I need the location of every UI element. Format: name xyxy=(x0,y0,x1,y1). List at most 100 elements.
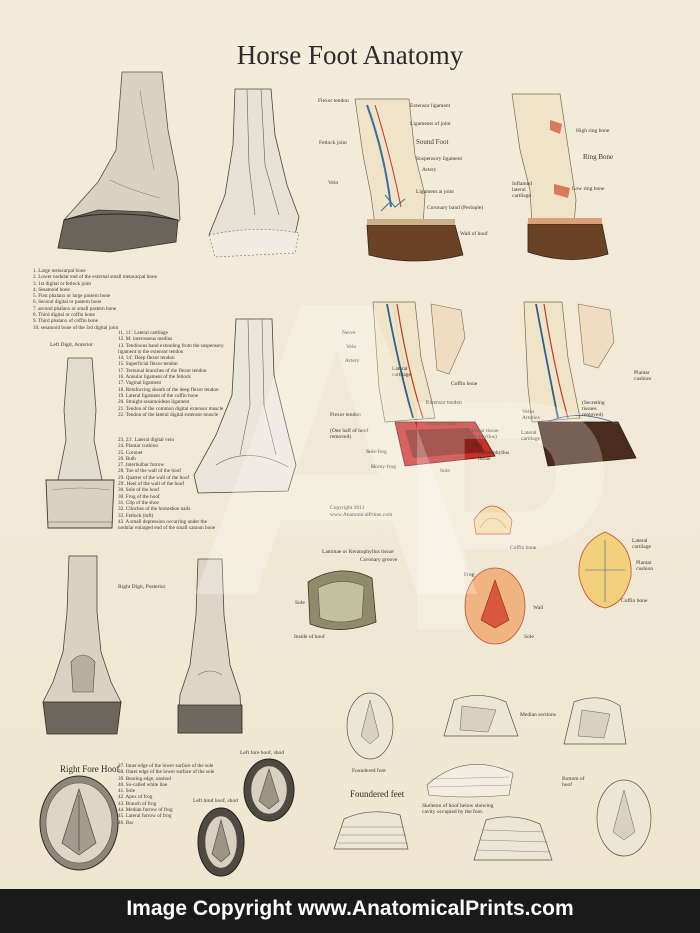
coffin-bone-front-illustration xyxy=(473,505,513,535)
legend-item: ligament to the extensor tendon xyxy=(118,348,184,355)
legend-item: 32. Clinches of the horseshoe nails xyxy=(118,506,191,513)
leg-tendons-illustration xyxy=(208,88,300,258)
legend-tendons: 11, 11'. Lateral cartilage 12. M. intero… xyxy=(118,330,224,418)
label-laminar-tissue: Laminar tissue (podophyllus) xyxy=(466,428,499,440)
label-inflamed-cartilage: Inflamed lateral cartilage xyxy=(512,181,532,199)
legend-external: 23, 23'. Lateral digital vein 24. Planta… xyxy=(118,437,215,531)
caption-bottom-of-hoof: Bottom of hoof xyxy=(562,776,585,788)
legend-item: 45. Lateral furrow of frog xyxy=(118,813,172,820)
caption-left-fore-hoof: Left fore hoof, shod xyxy=(240,750,284,756)
caption-skeleton-hoof: Skeleton of hoof below showing cavity oc… xyxy=(422,803,494,815)
legend-item: 13. Tendinous band extending from the su… xyxy=(118,342,224,349)
label-one-half-hoof: (One half of hoof removed) xyxy=(330,428,369,440)
legend-item: 18. Reinforcing sheath of the deep flexo… xyxy=(118,386,219,393)
legend-item: 24. Plantar cushion xyxy=(118,443,158,450)
legend-item: 1. Large metacarpal bone xyxy=(33,268,86,274)
footer-copyright: Image Copyright www.AnatomicalPrints.com xyxy=(0,889,700,933)
label-sole-frog: Sole-frog xyxy=(366,449,387,455)
legend-item: 17. Terminal branches of the flexor tend… xyxy=(118,367,207,374)
label-sole-3: Sole xyxy=(295,600,305,606)
legend-item: 3. 1st digital or fetlock joint xyxy=(33,280,91,287)
label-vein-2: Vein xyxy=(346,344,357,350)
label-lateral-cartilage: Lateral cartilage xyxy=(392,366,411,378)
legend-item: 44. Median furrow of frog xyxy=(118,807,173,814)
legend-item: 8. Third digital or coffin bone xyxy=(33,312,95,319)
label-frog: Frog xyxy=(464,572,475,578)
label-flexor-tendon-2: Flexor tendon xyxy=(330,412,361,418)
label-high-ring-bone: High ring bone xyxy=(576,128,610,134)
vessel-foot-illustration xyxy=(372,301,496,467)
label-coronary-groove: Coronary groove xyxy=(360,557,398,563)
legend-item: 43. A small depression occurring under t… xyxy=(118,518,207,525)
legend-item: 19. Lateral ligament of the coffin bone xyxy=(118,392,199,399)
legend-item: 27. Interbulbar furrow xyxy=(118,462,165,469)
label-sole-4: Sole xyxy=(524,634,534,640)
legend-item: 40. So-called white line xyxy=(118,781,168,788)
legend-item: 31. Clip of the shoe xyxy=(118,499,159,506)
copyright-line1: Copyright 2011 xyxy=(330,505,365,511)
label-coffin-bone-3: Coffin bone xyxy=(621,598,648,604)
vessel-foot-2-illustration xyxy=(523,301,637,467)
left-fore-hoof-shod xyxy=(243,758,295,822)
legend-item: 11, 11'. Lateral cartilage xyxy=(118,330,168,336)
legend-item: 28. Toe of the wall of the hoof xyxy=(118,468,181,475)
label-coffin-bone-2: Coffin bone xyxy=(510,545,537,551)
median-section-2-illustration xyxy=(563,697,627,745)
bottom-of-hoof-illustration xyxy=(596,779,652,857)
label-coronary-band: Coronary band (Periople) xyxy=(427,205,484,211)
leg-lateral-illustration xyxy=(57,71,181,253)
leg-sagittal-illustration xyxy=(193,318,297,494)
hoof-skeleton-illustration xyxy=(426,764,514,798)
label-plantar-cushion: Plantar cushion xyxy=(634,370,652,382)
label-wall: Wall xyxy=(472,442,483,448)
legend-item: 12. M. interosseus medius xyxy=(118,336,173,343)
caption-median-sections: Median sections xyxy=(520,712,556,718)
label-sole: Sole xyxy=(440,468,450,474)
foundered-feet-side-illustration xyxy=(333,811,409,850)
legend-item: 37. Inner edge of the lower surface of t… xyxy=(118,763,214,769)
label-fetlock-joint: Fetlock joint xyxy=(319,140,347,146)
legend-item: 39. Bearing edge, unshod xyxy=(118,775,171,782)
label-velvety-tissue: Velvety tissue xyxy=(426,421,457,427)
label-ligament-at-joint: Ligament at joint xyxy=(416,189,454,195)
inside-of-hoof-illustration xyxy=(307,570,377,630)
legend-item: 46. Bar xyxy=(118,819,134,826)
left-digit-anterior-illustration xyxy=(45,357,115,529)
ring-bone-illustration xyxy=(511,93,609,260)
label-suspensory-ligament: Suspensory ligament xyxy=(416,156,462,162)
caption-right-digit-posterior: Right Digit, Posterior xyxy=(118,584,166,590)
label-horny-frog: Horny-frog xyxy=(371,464,397,470)
foundered-foot-sole-illustration xyxy=(346,692,394,760)
legend-item: 38. Outer edge of the lower surface of t… xyxy=(118,769,215,776)
poster-title: Horse Foot Anatomy xyxy=(236,40,464,70)
legend-item: 25. Coronet xyxy=(118,449,143,456)
legend-item: 29. Quarter of the wall of the hoof xyxy=(118,474,190,481)
label-artery-2: Artery xyxy=(345,358,360,364)
label-secreting-tissues: (Secreting tissues removed) xyxy=(582,400,605,418)
legend-item: 21. Tendon of the common digital extenso… xyxy=(118,405,224,412)
legend-item: 20. Straight sesamoidean ligament xyxy=(118,399,190,406)
watermark-letter-a: A xyxy=(185,215,489,684)
copyright-line2: www.AnatomicalPrints.com xyxy=(330,512,393,518)
legend-item: 9. Third phalanx of coffin bone xyxy=(33,318,98,325)
legend-item: nodular enlarged end of the small cannon… xyxy=(118,525,216,532)
label-wall-of-hoof: Wall of hoof xyxy=(460,231,488,237)
legend-item: 14, 14'. Deep flexor tendon xyxy=(118,355,175,362)
label-ligaments-of-joint: Ligaments of joint xyxy=(410,121,451,127)
legend-item: 10. sesamoid bone of the 3rd digital joi… xyxy=(33,324,119,331)
legend-item: 22. Tendon of the lateral digital extens… xyxy=(118,411,219,418)
caption-left-digit-anterior: Left Digit, Anterior xyxy=(50,342,93,348)
label-keratophyllus: Keratophyllus tissue xyxy=(478,450,510,462)
legend-bones: 1. Large metacarpal bone 2. Lower nodula… xyxy=(33,268,157,331)
legend-item: 43. Branch of frog xyxy=(118,800,157,807)
watermark-letter-p: P xyxy=(395,330,616,699)
sound-foot-illustration xyxy=(354,98,464,262)
right-fore-hoof-sole xyxy=(39,775,119,871)
label-inside-of-hoof: Inside of hoof xyxy=(294,634,325,640)
label-artery: Artery xyxy=(422,167,437,173)
legend-item: 17. Vaginal ligament xyxy=(118,380,161,387)
coffin-bone-cartilage-illustration xyxy=(578,531,632,609)
legend-item: 33. Fetlock (tuft) xyxy=(118,512,154,519)
hoof-sole-colored-illustration xyxy=(464,567,526,645)
legend-item: 30. Frog of the hoof xyxy=(118,493,160,500)
